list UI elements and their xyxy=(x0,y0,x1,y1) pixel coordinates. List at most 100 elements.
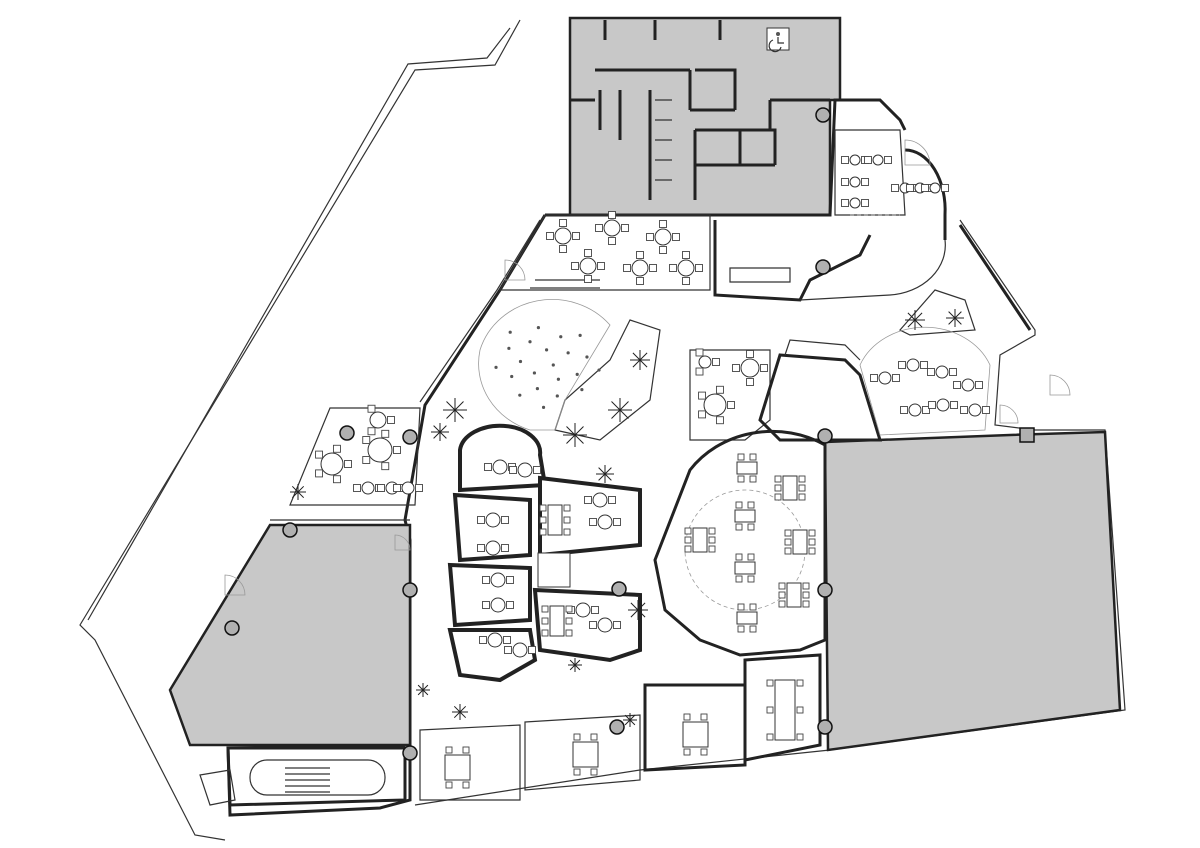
chair xyxy=(445,746,453,754)
column xyxy=(817,428,833,444)
rectangular-table xyxy=(572,741,599,768)
rectangular-table xyxy=(782,475,798,501)
grey-zone-right xyxy=(823,430,1122,752)
column xyxy=(339,425,355,441)
round-table xyxy=(487,632,503,648)
chair xyxy=(539,504,547,512)
round-table xyxy=(554,227,572,245)
stool xyxy=(580,388,584,392)
chair xyxy=(683,713,691,721)
chair xyxy=(861,199,869,207)
chair xyxy=(608,237,616,245)
column xyxy=(1019,427,1035,443)
round-table xyxy=(490,597,506,613)
chair xyxy=(479,636,487,644)
chair xyxy=(482,601,490,609)
chair xyxy=(749,625,757,633)
chair xyxy=(737,453,745,461)
chair xyxy=(539,528,547,536)
planter xyxy=(563,423,587,447)
round-table xyxy=(740,358,760,378)
round-table xyxy=(490,572,506,588)
round-table xyxy=(677,259,695,277)
chair xyxy=(344,460,352,468)
furniture xyxy=(290,154,990,789)
planter xyxy=(443,398,467,422)
planter xyxy=(431,423,449,441)
round-table xyxy=(603,219,621,237)
chair xyxy=(735,523,743,531)
chair xyxy=(669,264,677,272)
chair xyxy=(796,733,804,741)
rectangular-table xyxy=(734,561,756,575)
chair xyxy=(766,706,774,714)
chair xyxy=(381,462,390,471)
chair xyxy=(922,406,930,414)
round-table xyxy=(512,642,528,658)
rectangular-table xyxy=(734,509,756,523)
chair xyxy=(892,374,900,382)
chair xyxy=(584,249,592,257)
lounge-circle-2 xyxy=(859,326,991,436)
chair xyxy=(565,617,573,625)
stool xyxy=(510,374,514,379)
chair xyxy=(571,262,579,270)
chair xyxy=(774,484,782,492)
chair xyxy=(784,529,792,537)
chair xyxy=(778,600,786,608)
chair xyxy=(533,466,541,474)
chair xyxy=(774,475,782,483)
chair xyxy=(683,748,691,756)
column xyxy=(609,719,625,735)
round-table xyxy=(575,602,591,618)
chair xyxy=(708,536,716,544)
chair xyxy=(649,264,657,272)
chair xyxy=(900,406,908,414)
chair xyxy=(766,679,774,687)
chair xyxy=(960,406,968,414)
chair xyxy=(590,733,598,741)
round-table xyxy=(320,452,344,476)
rectangular-table xyxy=(792,529,808,555)
chair xyxy=(760,364,768,372)
chair xyxy=(737,625,745,633)
chair xyxy=(841,199,849,207)
round-table xyxy=(906,358,920,372)
chair xyxy=(353,484,361,492)
lounge-left xyxy=(270,407,421,521)
chair xyxy=(861,178,869,186)
rectangular-table xyxy=(736,461,758,475)
round-table xyxy=(935,365,949,379)
chair xyxy=(332,475,341,484)
round-table xyxy=(579,257,597,275)
chair xyxy=(802,582,810,590)
chair xyxy=(698,391,707,400)
chair xyxy=(589,518,597,526)
planter xyxy=(568,658,582,672)
chair xyxy=(362,436,371,444)
chair xyxy=(484,463,492,471)
round-table xyxy=(492,459,508,475)
round-table xyxy=(631,259,649,277)
chair xyxy=(737,475,745,483)
planter xyxy=(630,350,650,370)
chair xyxy=(906,184,914,192)
chair xyxy=(477,544,485,552)
chair xyxy=(595,224,603,232)
planter xyxy=(290,484,306,500)
chair xyxy=(572,232,580,240)
chair xyxy=(381,429,390,438)
round-table xyxy=(654,228,672,246)
chair xyxy=(982,406,990,414)
chair xyxy=(749,603,757,611)
stool xyxy=(597,368,601,372)
stool xyxy=(578,333,582,337)
stool xyxy=(518,393,522,397)
round-table xyxy=(849,154,861,166)
chair xyxy=(950,401,958,409)
planter xyxy=(452,704,468,720)
planter xyxy=(946,309,964,327)
chair xyxy=(749,453,757,461)
meeting-room-center xyxy=(689,339,883,442)
chair xyxy=(597,262,605,270)
